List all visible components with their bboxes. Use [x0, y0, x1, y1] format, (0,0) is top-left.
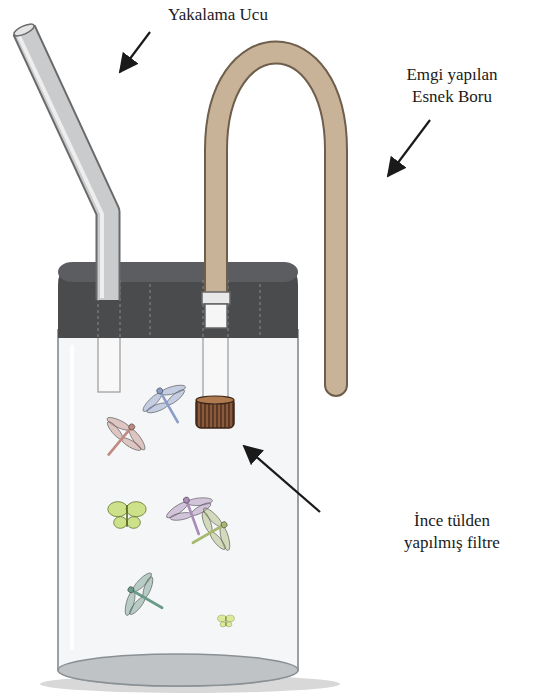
catching-tube [12, 22, 108, 300]
flexible-hose [202, 53, 336, 386]
leader-arrow [388, 120, 430, 176]
filter [196, 396, 234, 428]
part-label: Yakalama Ucu [138, 4, 298, 26]
leader-arrow [244, 446, 320, 512]
inner-tubes [98, 330, 228, 400]
insects [89, 376, 239, 630]
jar-cap [58, 262, 298, 338]
part-label: İnce tülden yapılmış filtre [389, 510, 515, 554]
leader-arrows [120, 32, 430, 512]
part-label: Emgi yapılan Esnek Boru [393, 64, 511, 108]
jar [58, 330, 298, 686]
leader-arrow [120, 32, 150, 72]
